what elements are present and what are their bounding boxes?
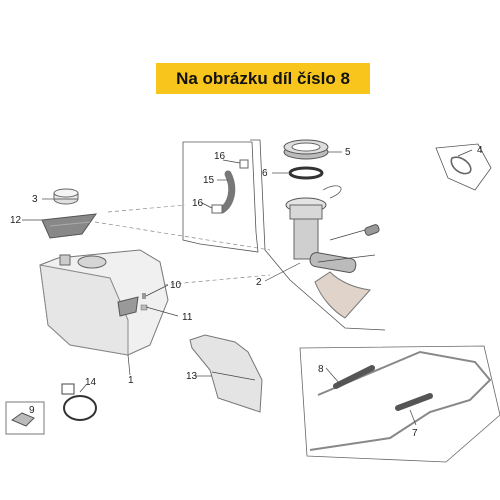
callout-6: 6 <box>262 168 268 179</box>
part-14-clamp <box>61 383 97 421</box>
part-6-oring <box>288 166 324 180</box>
callout-16-upper: 16 <box>214 151 226 162</box>
callout-14: 14 <box>85 377 97 388</box>
callout-3: 3 <box>32 194 38 205</box>
part-10-screw <box>142 293 146 299</box>
callout-4: 4 <box>477 145 483 156</box>
dashed-guides <box>94 204 271 291</box>
callout-12: 12 <box>10 215 22 226</box>
part-12-cover <box>41 213 98 239</box>
pump-detail-frame <box>250 139 386 331</box>
part-16-clamp-upper <box>239 159 249 169</box>
callout-1: 1 <box>128 375 134 386</box>
callout-15: 15 <box>203 175 215 186</box>
part-13-heat-shield <box>189 334 263 413</box>
part-7-8-frame <box>299 345 500 463</box>
callout-9: 9 <box>29 405 35 416</box>
part-1-fuel-tank <box>39 249 169 356</box>
hose-detail-frame <box>182 141 259 253</box>
part-3-cap <box>53 188 79 205</box>
callout-10: 10 <box>170 280 182 291</box>
part-15-hose <box>218 170 236 214</box>
fuel-pump <box>285 185 380 319</box>
part-7-hose <box>395 393 433 411</box>
part-16-clamp-lower <box>211 204 223 214</box>
part-8-hose-highlighted <box>333 365 375 389</box>
title-banner: Na obrázku díl číslo 8 <box>156 63 370 94</box>
callout-2: 2 <box>256 277 262 288</box>
part-9-nut <box>5 401 45 435</box>
part-5-lock-ring <box>283 139 329 160</box>
leader-lines <box>22 149 473 426</box>
part-11-nut <box>140 304 148 311</box>
callout-7: 7 <box>412 428 418 439</box>
callout-5: 5 <box>345 147 351 158</box>
callout-11: 11 <box>182 312 193 323</box>
callout-13: 13 <box>186 371 198 382</box>
callout-8: 8 <box>318 364 324 375</box>
part-4-seal <box>435 143 492 191</box>
callout-16-lower: 16 <box>192 198 204 209</box>
